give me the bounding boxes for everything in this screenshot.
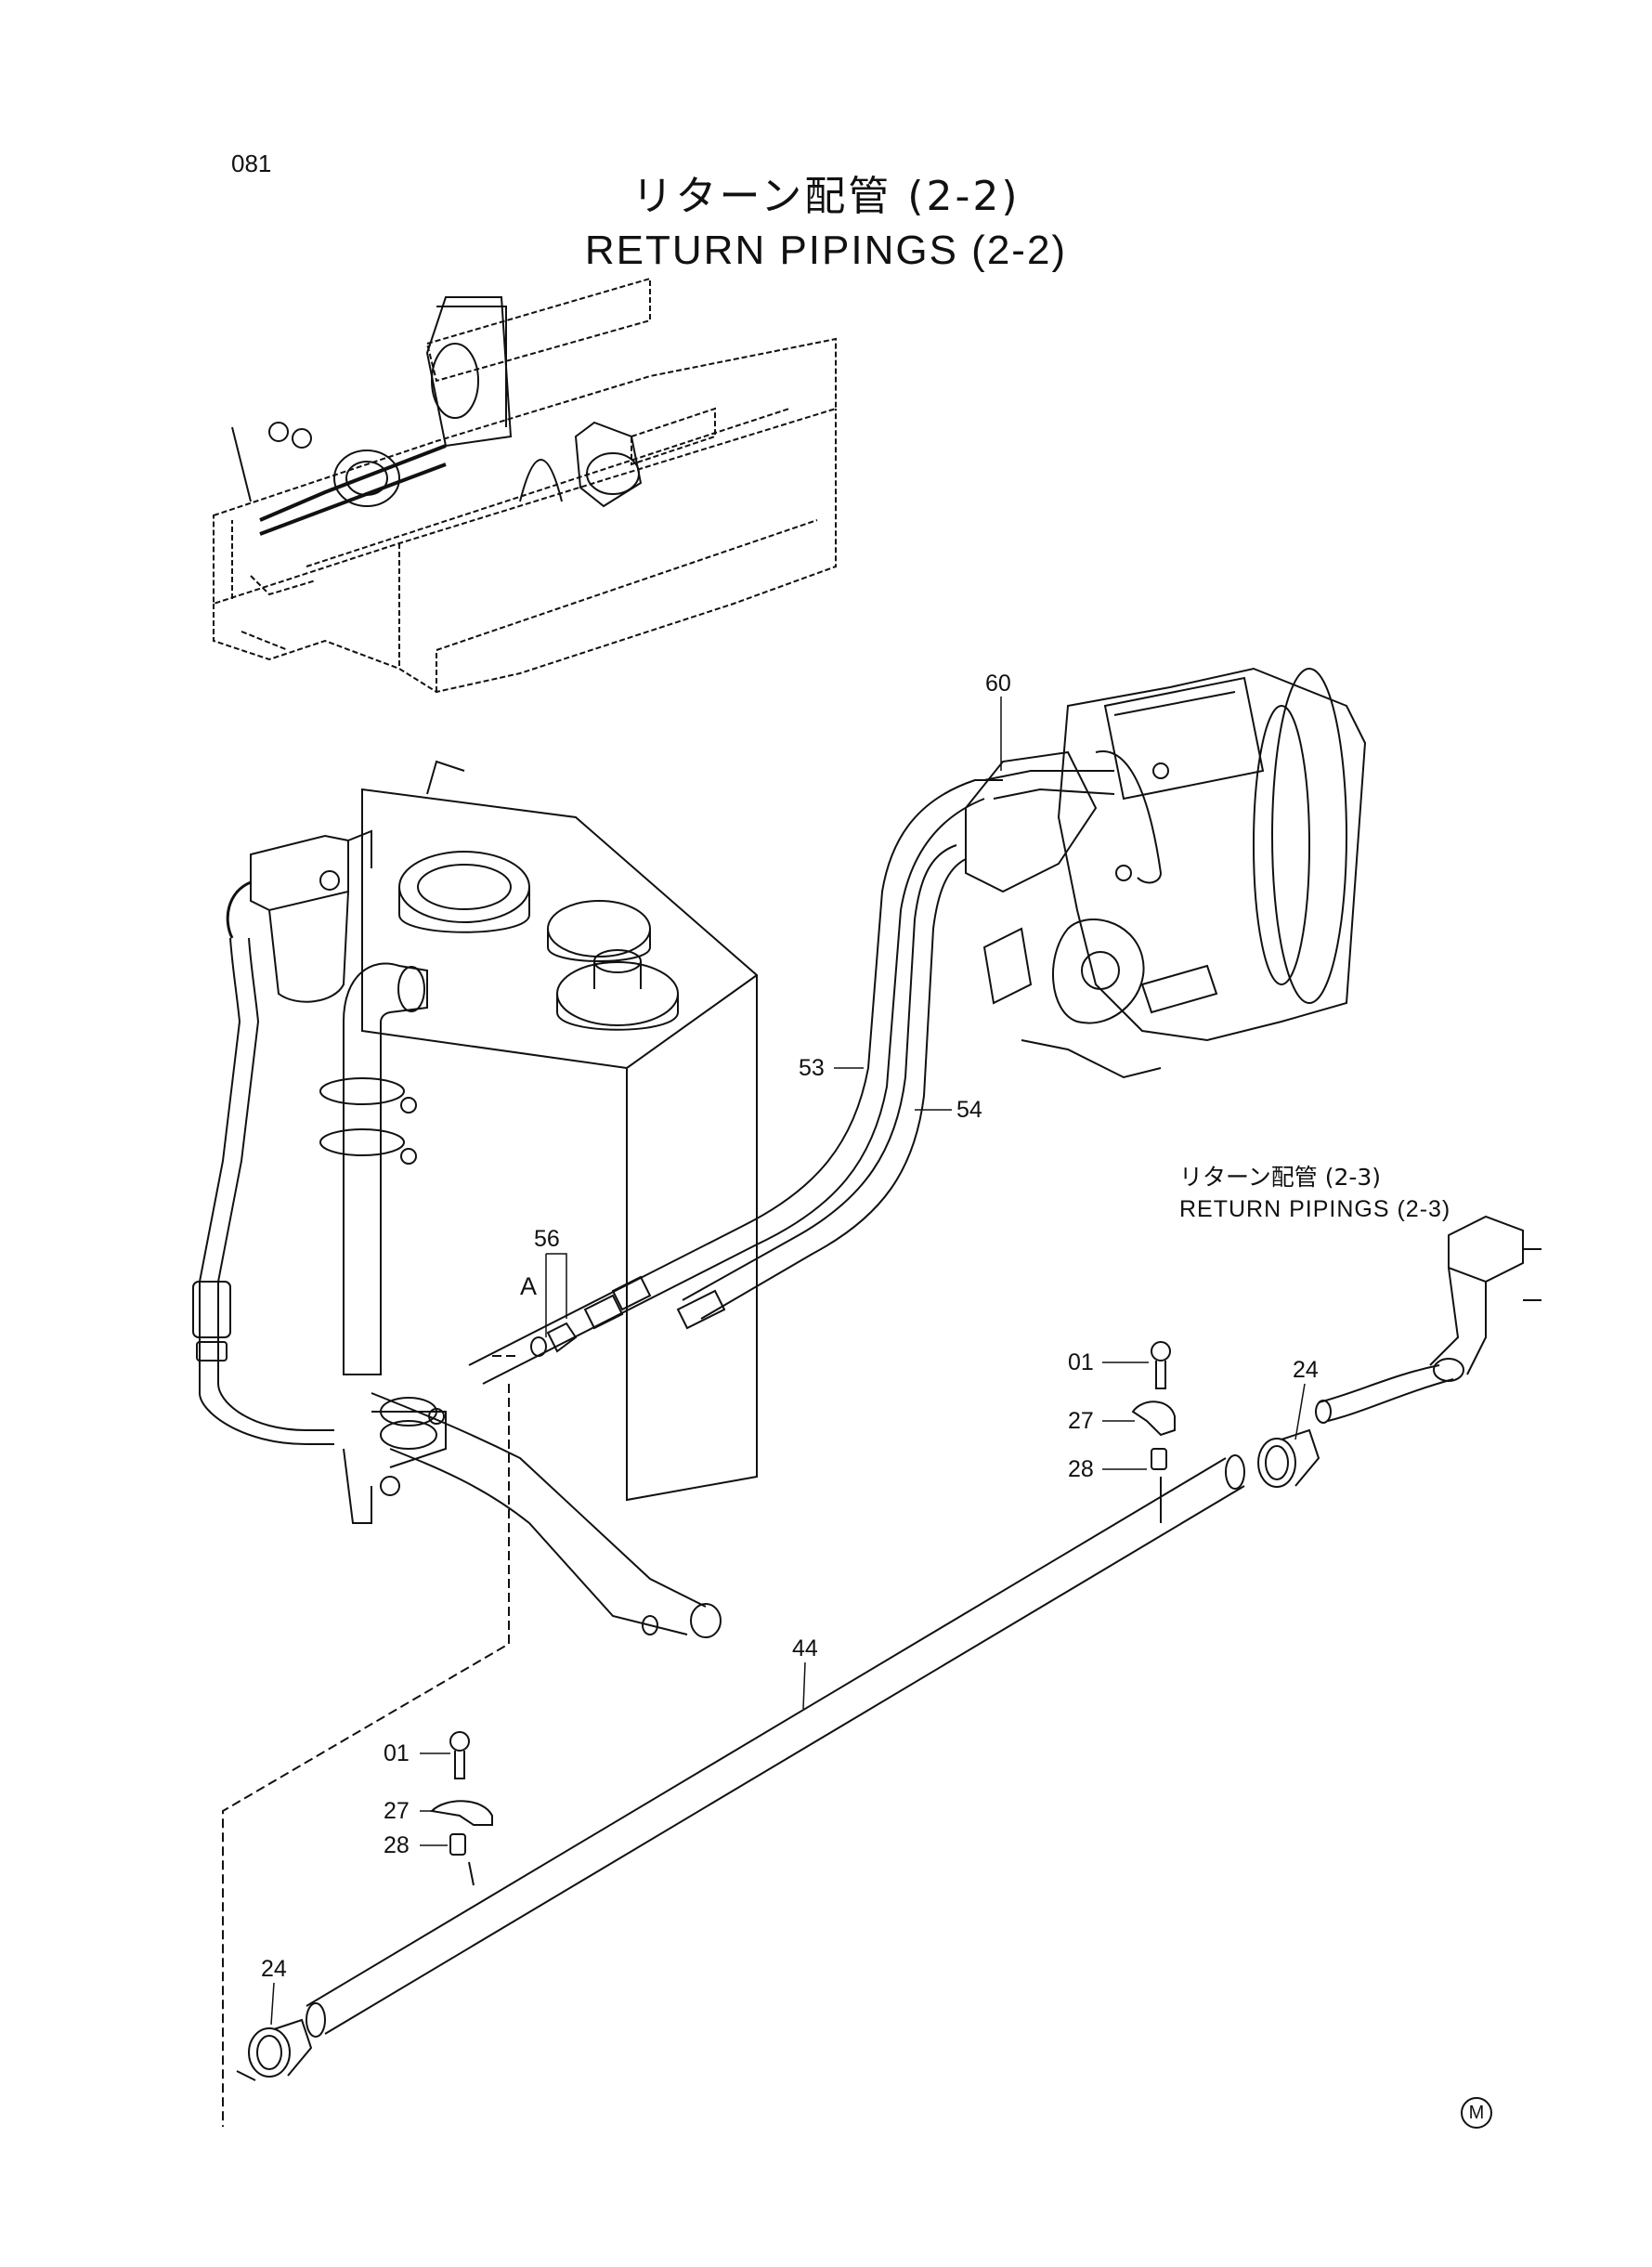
hydraulic-tank	[361, 760, 758, 1502]
callout-60: 60	[985, 671, 1011, 697]
callout-28-lower: 28	[384, 1832, 410, 1858]
bolt-clamp-set-upper	[1131, 1341, 1176, 1523]
long-pipe-44	[306, 1454, 1245, 2038]
callout-01-lower: 01	[384, 1740, 410, 1766]
reference-title-japanese: リターン配管 (2-3)	[1179, 1164, 1382, 1191]
frame-overview-illustration	[213, 277, 837, 694]
hose-clamp-24-left	[236, 2018, 313, 2081]
page-number: 081	[231, 150, 272, 177]
suction-elbow-pipe	[319, 962, 428, 1375]
leader-lines	[270, 697, 1306, 2026]
reference-title-english: RETURN PIPINGS (2-3)	[1179, 1196, 1451, 1222]
callout-44: 44	[792, 1635, 818, 1661]
callout-01-upper: 01	[1068, 1349, 1094, 1375]
callout-24-left: 24	[261, 1956, 287, 1982]
callout-53: 53	[799, 1055, 825, 1081]
callout-27-lower: 27	[384, 1798, 410, 1824]
callout-27-upper: 27	[1068, 1408, 1094, 1434]
bolt-clamp-set-lower	[429, 1731, 493, 1886]
bottom-hose-assembly	[343, 1392, 722, 1638]
page-title-japanese: リターン配管 (2-2)	[631, 173, 1021, 220]
page-title-english: RETURN PIPINGS (2-2)	[584, 228, 1068, 273]
callout-28-upper: 28	[1068, 1456, 1094, 1482]
reference-dashed-lines	[222, 1355, 520, 2127]
frame-components	[231, 296, 643, 536]
hydraulic-pump	[965, 667, 1367, 1079]
return-pipe-left	[192, 937, 334, 1445]
right-connector-assembly	[1315, 1215, 1541, 1424]
callout-24-right: 24	[1293, 1357, 1319, 1383]
callout-56: 56	[534, 1226, 560, 1252]
fitting-56	[530, 1275, 726, 1357]
filter-assembly	[226, 829, 372, 1003]
hoses-53-54	[468, 750, 1163, 1385]
hose-clamp-24-right	[1257, 1428, 1320, 1488]
registered-mark: M	[1461, 2097, 1492, 2129]
callout-A: A	[520, 1272, 538, 1300]
callout-54: 54	[956, 1097, 982, 1123]
